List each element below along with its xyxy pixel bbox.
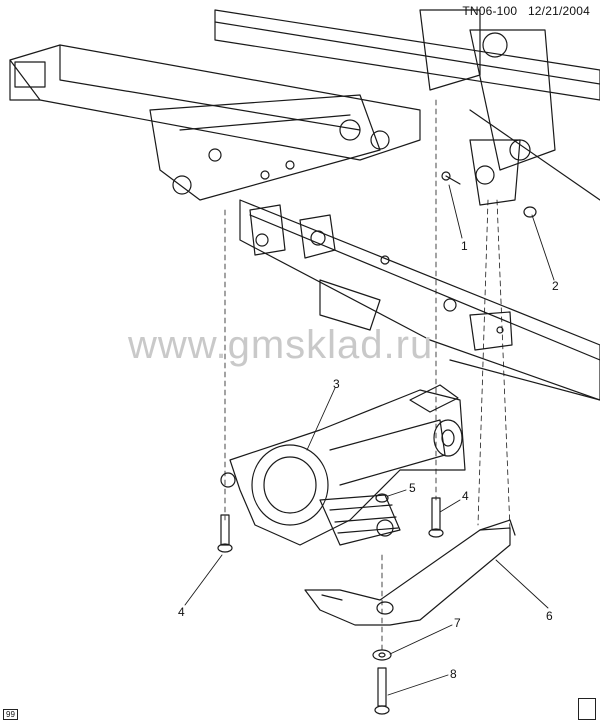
- leader-lines: [184, 184, 555, 696]
- bolt-4-right: [428, 497, 444, 538]
- alignment-lines: [224, 99, 511, 651]
- callout-4-right: 4: [462, 489, 469, 503]
- front-differential: [220, 384, 466, 546]
- bolt-1: [441, 171, 461, 185]
- nut-2: [523, 206, 537, 218]
- callout-1: 1: [461, 239, 468, 253]
- reference-icon: [578, 698, 596, 720]
- corner-tag: 99: [3, 709, 18, 720]
- diagram-header: TN06-100 12/21/2004: [462, 4, 590, 18]
- callout-3: 3: [333, 377, 340, 391]
- callout-2: 2: [552, 279, 559, 293]
- bolt-4-left: [217, 514, 233, 553]
- doc-id: TN06-100: [462, 4, 518, 18]
- callout-6: 6: [546, 609, 553, 623]
- nut-5: [375, 493, 389, 503]
- washer-7: [372, 649, 392, 661]
- callout-4-left: 4: [178, 605, 185, 619]
- doc-date: 12/21/2004: [527, 4, 590, 18]
- vehicle-frame: [9, 9, 600, 401]
- bolt-8: [374, 667, 390, 715]
- callout-5: 5: [409, 481, 416, 495]
- callouts: 1 2 3 4 4 5 6 7 8: [178, 239, 559, 681]
- callout-8: 8: [450, 667, 457, 681]
- bracket-6: [304, 519, 516, 626]
- callout-7: 7: [454, 616, 461, 630]
